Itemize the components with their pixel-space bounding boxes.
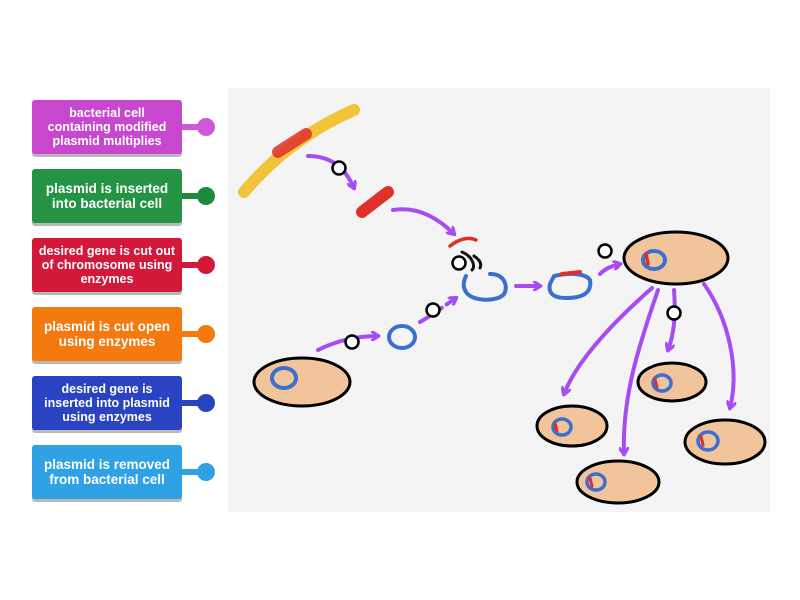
daughter-cell-4 <box>683 418 767 466</box>
drop-target-3[interactable] <box>425 302 441 318</box>
arrow-plasmid-to-cell <box>598 264 620 276</box>
removed-plasmid <box>387 324 417 350</box>
arrow-multiply-4 <box>702 282 734 408</box>
draggable-label[interactable]: bacterial cell containing modified plasm… <box>32 100 182 154</box>
draggable-label[interactable]: desired gene is inserted into plasmid us… <box>32 376 182 430</box>
label-connector <box>182 262 202 268</box>
draggable-label[interactable]: plasmid is inserted into bacterial cell <box>32 169 182 223</box>
daughter-cell-1 <box>535 404 609 448</box>
insertion-curl-icon <box>460 250 483 272</box>
drag-handle-dot[interactable] <box>197 394 215 412</box>
chromosome <box>238 104 360 198</box>
drag-handle-dot[interactable] <box>197 187 215 205</box>
label-row[interactable]: plasmid is removed from bacterial cell <box>32 445 222 501</box>
arrow-chromosome-to-gene <box>306 154 354 188</box>
label-text: plasmid is cut open using enzymes <box>43 318 171 349</box>
arrow-multiply-2 <box>624 288 660 454</box>
opened-plasmid <box>461 272 508 302</box>
label-row[interactable]: plasmid is cut open using enzymes <box>32 307 222 363</box>
gene-fragment <box>448 236 478 248</box>
drag-handle-dot[interactable] <box>197 463 215 481</box>
label-connector <box>182 400 202 406</box>
genetic-engineering-diagram <box>238 104 767 505</box>
daughter-cell-3 <box>575 459 661 505</box>
drop-target-4[interactable] <box>344 334 360 350</box>
drop-target-5[interactable] <box>597 243 613 259</box>
draggable-label[interactable]: plasmid is removed from bacterial cell <box>32 445 182 499</box>
arrow-multiply-1 <box>564 286 654 394</box>
label-text: desired gene is cut out of chromosome us… <box>38 244 176 286</box>
bacterial-cell-original <box>252 356 352 408</box>
label-connector <box>182 469 202 475</box>
drag-handle-dot[interactable] <box>197 256 215 274</box>
recombinant-plasmid <box>547 270 593 300</box>
drop-target-6[interactable] <box>666 305 682 321</box>
drag-handle-dot[interactable] <box>197 325 215 343</box>
label-text: desired gene is inserted into plasmid us… <box>44 382 170 424</box>
label-text: bacterial cell containing modified plasm… <box>47 106 167 148</box>
label-connector <box>182 124 202 130</box>
label-text: plasmid is removed from bacterial cell <box>43 456 171 487</box>
bacterial-cell-modified <box>622 230 730 286</box>
drop-target-2[interactable] <box>451 255 467 271</box>
draggable-label[interactable]: plasmid is cut open using enzymes <box>32 307 182 361</box>
drop-target-1[interactable] <box>331 160 347 176</box>
label-connector <box>182 331 202 337</box>
diagram-canvas <box>228 88 770 512</box>
label-text: plasmid is inserted into bacterial cell <box>45 180 169 211</box>
daughter-cell-2 <box>636 361 708 403</box>
label-connector <box>182 193 202 199</box>
label-row[interactable]: desired gene is cut out of chromosome us… <box>32 238 222 294</box>
arrow-multiply-3 <box>668 288 677 350</box>
cut-gene <box>356 186 394 218</box>
label-row[interactable]: desired gene is inserted into plasmid us… <box>32 376 222 432</box>
arrow-gene-to-plasmid <box>391 207 454 234</box>
label-row[interactable]: plasmid is inserted into bacterial cell <box>32 169 222 225</box>
draggable-label[interactable]: desired gene is cut out of chromosome us… <box>32 238 182 292</box>
label-row[interactable]: bacterial cell containing modified plasm… <box>32 100 222 156</box>
drag-handle-dot[interactable] <box>197 118 215 136</box>
